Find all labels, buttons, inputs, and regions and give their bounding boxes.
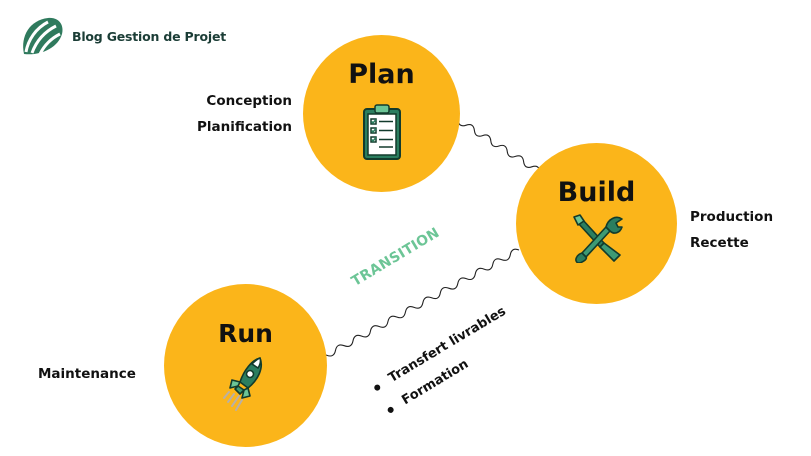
plan-task-item: Planification	[197, 119, 292, 135]
build-run-connector	[317, 248, 520, 361]
brand: Blog Gestion de Projet	[18, 14, 226, 58]
rocket-icon	[222, 357, 262, 411]
clipboard-checklist-icon	[362, 104, 401, 160]
leaf-logo-icon	[23, 17, 63, 55]
brand-name: Blog Gestion de Projet	[72, 28, 227, 44]
run-tasks: Maintenance	[38, 361, 136, 387]
plan-tasks: Conception Planification	[190, 88, 292, 140]
build-phase-circle: Build	[516, 143, 677, 304]
build-task-item: Production	[690, 209, 774, 225]
run-title: Run	[218, 319, 273, 348]
run-task-item: Maintenance	[38, 366, 136, 382]
build-task-item: Recette	[690, 235, 749, 251]
run-phase-circle: Run	[164, 284, 327, 447]
wrench-screwdriver-icon	[572, 214, 623, 263]
build-title: Build	[557, 177, 636, 208]
plan-build-connector	[457, 119, 541, 173]
plan-task-item: Conception	[206, 93, 292, 109]
build-tasks: Production Recette	[690, 204, 773, 256]
plan-phase-circle: Plan	[303, 35, 460, 192]
plan-title: Plan	[348, 59, 415, 90]
